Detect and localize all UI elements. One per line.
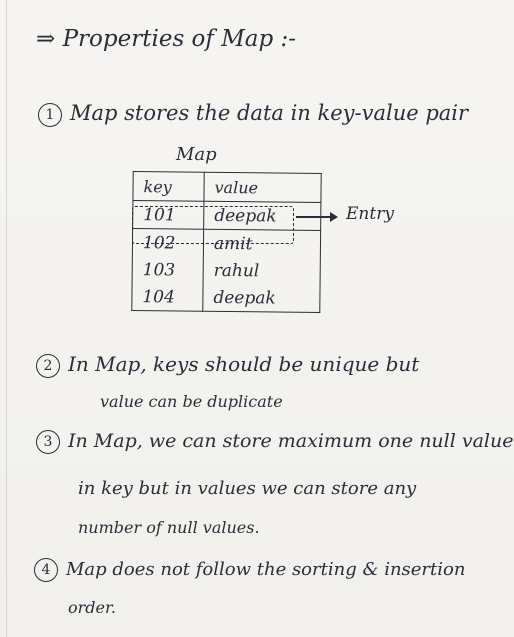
table-header-row: key value: [132, 171, 322, 203]
table-row: 103 rahul: [132, 256, 321, 285]
point-4: 4 Map does not follow the sorting & inser…: [34, 558, 465, 582]
map-table-title: Map: [176, 144, 217, 165]
entry-label: Entry: [346, 204, 394, 224]
page-heading: ⇒ Properties of Map :-: [36, 26, 297, 52]
point-4-continuation: order.: [68, 598, 116, 617]
point-1: 1 Map stores the data in key-value pair: [38, 101, 468, 127]
point-text: Map stores the data in key-value pair: [70, 101, 469, 125]
point-3: 3 In Map, we can store maximum one null v…: [36, 430, 513, 454]
value-cell: deepak: [202, 283, 321, 313]
point-number-badge: 1: [38, 102, 62, 127]
table-row: 104 deepak: [131, 283, 321, 313]
point-3-continuation: in key but in values we can store any: [78, 478, 417, 499]
point-text: In Map, keys should be unique but: [68, 352, 420, 376]
point-number-badge: 2: [36, 353, 60, 378]
point-number-badge: 4: [34, 558, 58, 582]
point-2: 2 In Map, keys should be unique but: [36, 352, 419, 378]
key-cell: 103: [132, 256, 204, 284]
key-cell: 104: [131, 283, 204, 312]
point-3-continuation-2: number of null values.: [78, 518, 260, 537]
entry-arrow-icon: [296, 212, 338, 222]
value-cell: rahul: [203, 256, 321, 285]
entry-highlight-box: [132, 206, 294, 244]
column-header-key: key: [132, 171, 205, 202]
page-margin-line: [6, 0, 7, 637]
point-2-continuation: value can be duplicate: [100, 392, 283, 411]
point-text: In Map, we can store maximum one null va…: [68, 430, 514, 452]
column-header-value: value: [203, 172, 322, 203]
point-text: Map does not follow the sorting & insert…: [66, 559, 466, 580]
point-number-badge: 3: [36, 430, 60, 454]
